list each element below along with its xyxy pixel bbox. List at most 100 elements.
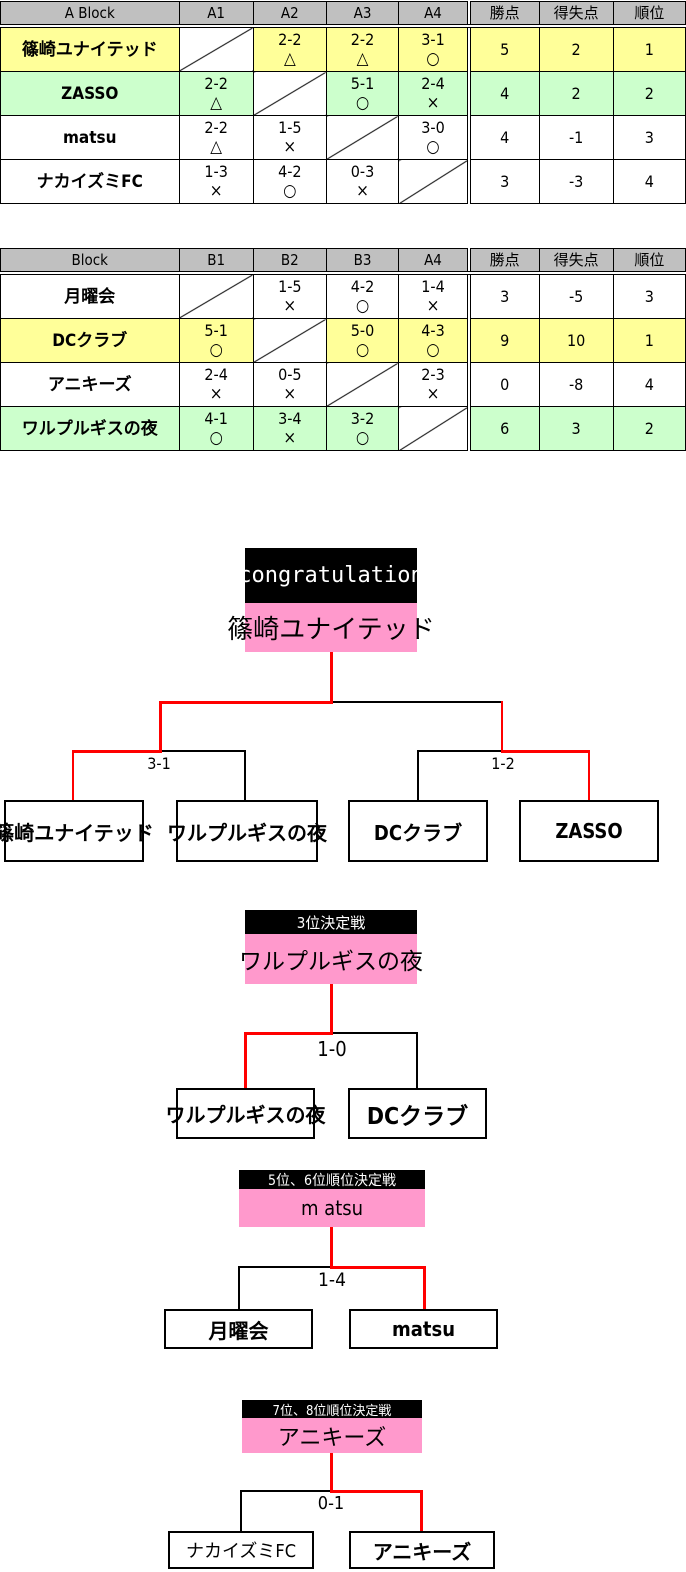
bracket-line bbox=[333, 1032, 418, 1034]
match-score: 2-2 bbox=[278, 29, 302, 49]
rank-cell: 4 bbox=[612, 159, 686, 204]
team-name: ナカイズミFC bbox=[0, 159, 180, 204]
header-goal-diff: 得失点 bbox=[538, 1, 614, 28]
fifth-place-team2: matsu bbox=[349, 1309, 498, 1349]
header-a3: A3 bbox=[325, 1, 400, 28]
match-result-mark: ○ bbox=[355, 427, 370, 448]
match-result-cell: 3-0○ bbox=[398, 115, 470, 160]
rank-cell: 1 bbox=[612, 318, 686, 363]
match-score: 3-2 bbox=[350, 408, 375, 428]
semi-left-team1: 篠崎ユナイテッド bbox=[0, 800, 154, 862]
final-title: congratulation bbox=[238, 548, 424, 603]
fifth-place-title: 5位、6位順位決定戦 bbox=[239, 1170, 425, 1189]
block-a-header-row: A Block A1 A2 A3 A4 勝点 得失点 順位 bbox=[0, 1, 686, 28]
bracket-line bbox=[72, 750, 74, 801]
match-score: 1-5 bbox=[278, 117, 302, 137]
team-name: ワルプルギスの夜 bbox=[0, 406, 180, 451]
bracket-line bbox=[244, 1032, 333, 1035]
match-score: 5-0 bbox=[350, 320, 375, 340]
bracket-line bbox=[159, 701, 333, 704]
match-result-mark: × bbox=[426, 295, 440, 316]
match-result-cell: 0-5× bbox=[252, 362, 327, 407]
match-result-cell: 2-2△ bbox=[252, 25, 327, 72]
match-result-mark: × bbox=[426, 92, 440, 113]
header-rank: 順位 bbox=[612, 1, 686, 28]
self-match-cell bbox=[398, 406, 470, 451]
points-cell: 3 bbox=[466, 272, 540, 319]
match-result-cell: 2-2△ bbox=[178, 71, 254, 116]
self-match-cell bbox=[178, 25, 254, 72]
match-result-mark: × bbox=[283, 136, 297, 157]
third-place-winner: ワルプルギスの夜 bbox=[239, 934, 423, 984]
fifth-place-team1: 月曜会 bbox=[164, 1309, 313, 1349]
fifth-place-winner: m atsu bbox=[239, 1189, 425, 1227]
team-name: 篠崎ユナイテッド bbox=[0, 25, 180, 72]
match-score: 0-3 bbox=[350, 161, 375, 181]
match-score: 1-5 bbox=[278, 276, 302, 296]
bracket-line bbox=[501, 750, 590, 753]
points-cell: 9 bbox=[466, 318, 540, 363]
match-score: 1-3 bbox=[204, 161, 228, 181]
match-result-cell: 4-2○ bbox=[325, 272, 400, 319]
match-result-cell: 2-2△ bbox=[325, 25, 400, 72]
semi-left-score: 3-1 bbox=[147, 754, 171, 773]
points-cell: 6 bbox=[466, 406, 540, 451]
match-result-mark: ○ bbox=[355, 92, 370, 113]
match-result-cell: 5-1○ bbox=[325, 71, 400, 116]
third-place-title: 3位決定戦 bbox=[245, 910, 417, 934]
third-place-team1: ワルプルギスの夜 bbox=[166, 1088, 326, 1139]
team-name: matsu bbox=[0, 115, 180, 160]
match-result-mark: ○ bbox=[283, 180, 297, 201]
match-score: 4-2 bbox=[350, 276, 375, 296]
bracket-line bbox=[501, 701, 503, 752]
bracket-line bbox=[423, 1266, 426, 1310]
header-a4: A4 bbox=[398, 1, 470, 28]
team-name: DCクラブ bbox=[0, 318, 180, 363]
header-b4: A4 bbox=[398, 248, 470, 275]
block-b-header-row: Block B1 B2 B3 A4 勝点 得失点 順位 bbox=[0, 248, 686, 275]
third-place-team2: DCクラブ bbox=[348, 1088, 487, 1139]
match-score: 0-5 bbox=[278, 364, 302, 384]
match-score: 3-0 bbox=[421, 117, 445, 137]
points-cell: 3 bbox=[466, 159, 540, 204]
rank-cell: 3 bbox=[612, 272, 686, 319]
self-match-cell bbox=[252, 318, 327, 363]
self-match-cell bbox=[252, 71, 327, 116]
match-score: 4-2 bbox=[278, 161, 302, 181]
header-b3: B3 bbox=[325, 248, 400, 275]
seventh-place-team2: アニキーズ bbox=[349, 1531, 495, 1569]
match-result-cell: 4-2○ bbox=[252, 159, 327, 204]
bracket-line bbox=[240, 1490, 242, 1532]
bracket-line bbox=[416, 1032, 418, 1089]
match-score: 2-4 bbox=[421, 73, 445, 93]
seventh-place-team1: ナカイズミFC bbox=[168, 1531, 314, 1569]
match-result-mark: × bbox=[209, 180, 223, 201]
match-result-mark: × bbox=[283, 427, 297, 448]
goal-diff-cell: 10 bbox=[538, 318, 614, 363]
header-a1: A1 bbox=[178, 1, 254, 28]
team-name: 月曜会 bbox=[0, 272, 180, 319]
match-result-mark: ○ bbox=[355, 339, 370, 360]
bracket-line bbox=[238, 1266, 331, 1268]
match-result-cell: 1-5× bbox=[252, 115, 327, 160]
match-score: 2-2 bbox=[204, 117, 228, 137]
fifth-place-score: 1-4 bbox=[318, 1269, 346, 1291]
goal-diff-cell: 2 bbox=[538, 25, 614, 72]
rank-cell: 2 bbox=[612, 71, 686, 116]
match-result-cell: 4-1○ bbox=[178, 406, 254, 451]
self-match-cell bbox=[398, 159, 470, 204]
header-points: 勝点 bbox=[466, 1, 540, 28]
match-score: 3-1 bbox=[421, 29, 445, 49]
bracket-line bbox=[238, 1266, 240, 1310]
match-score: 4-1 bbox=[204, 408, 228, 428]
bracket-line bbox=[420, 1490, 423, 1532]
rank-cell: 4 bbox=[612, 362, 686, 407]
match-result-cell: 4-3○ bbox=[398, 318, 470, 363]
match-result-cell: 5-1○ bbox=[178, 318, 254, 363]
bracket-line bbox=[330, 1453, 333, 1492]
